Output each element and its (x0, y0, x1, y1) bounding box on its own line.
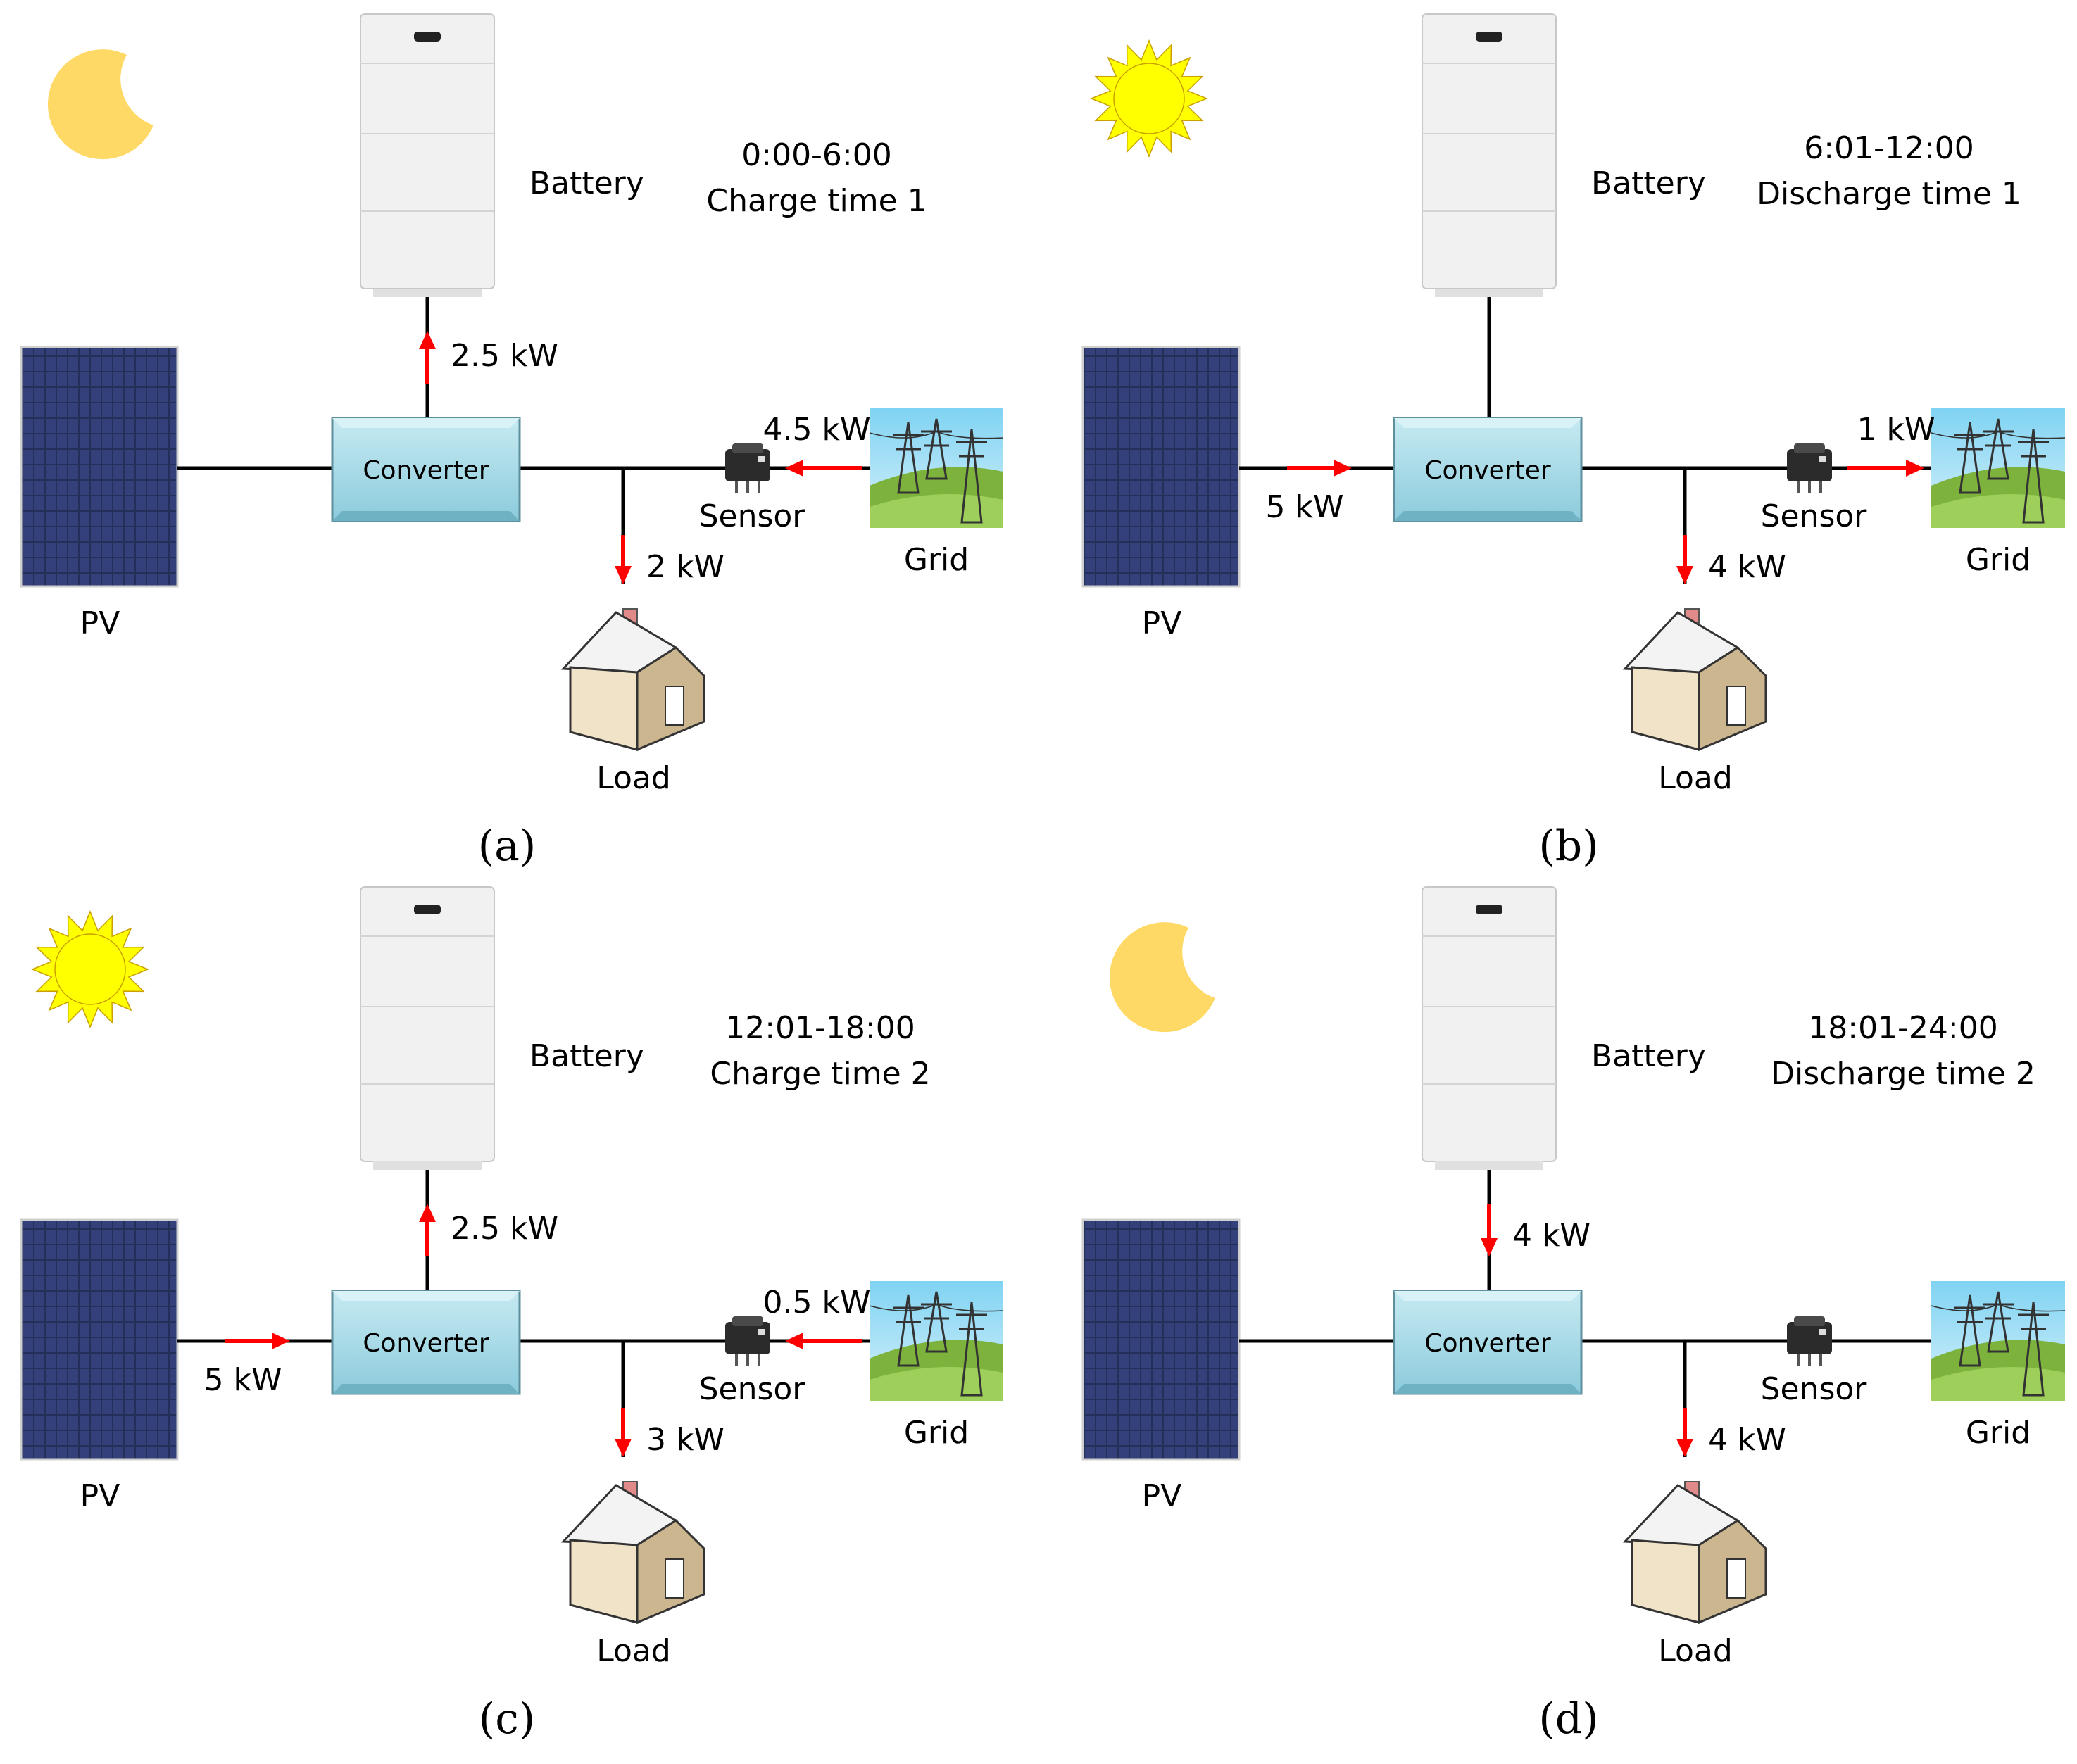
moon-icon (47, 49, 153, 160)
wires (1239, 1170, 1931, 1457)
panel-caption: (d) (1538, 1694, 1598, 1744)
power-grid-icon (869, 1281, 1004, 1401)
time-range-label: 18:01-24:00 (1808, 1010, 1997, 1046)
sun-icon (1089, 39, 1209, 158)
grid-flow-label: 0.5 kW (763, 1285, 871, 1321)
grid-label: Grid (904, 1415, 969, 1451)
converter-label: Converter (1424, 1329, 1550, 1358)
mode-label: Discharge time 2 (1771, 1056, 2035, 1092)
sensor-label: Sensor (699, 498, 806, 534)
solar-panel-icon (20, 346, 179, 588)
battery-icon (360, 13, 495, 297)
power-grid-icon (869, 408, 1004, 528)
converter-box: Converter (331, 417, 521, 522)
sensor-icon (1787, 443, 1832, 493)
pv-label: PV (80, 605, 120, 641)
pv-label: PV (1142, 1478, 1182, 1514)
time-range-label: 6:01-12:00 (1804, 130, 1974, 166)
converter-label: Converter (363, 1329, 489, 1358)
battery-flow-label: 4 kW (1512, 1218, 1590, 1254)
load-flow-label: 2 kW (646, 549, 724, 585)
battery-flow-label: 2.5 kW (451, 1211, 558, 1247)
sun-icon (30, 909, 150, 1029)
house-icon (1622, 1481, 1767, 1625)
grid-label: Grid (1966, 542, 2031, 578)
battery-icon (1422, 13, 1557, 297)
house-icon (560, 1481, 705, 1625)
load-label: Load (596, 760, 671, 796)
power-grid-icon (1931, 1281, 2066, 1401)
converter-label: Converter (363, 456, 489, 485)
solar-panel-icon (1081, 1218, 1241, 1461)
power-flows: 4 kW 4 kW (1481, 1204, 1786, 1458)
grid-flow-label: 4.5 kW (763, 412, 871, 448)
battery-label: Battery (529, 165, 644, 201)
solar-panel-icon (1081, 346, 1241, 588)
converter-label: Converter (1424, 456, 1550, 485)
load-label: Load (596, 1633, 671, 1669)
pv-label: PV (80, 1478, 120, 1514)
time-range-label: 0:00-6:00 (741, 137, 892, 173)
sensor-icon (725, 443, 770, 493)
moon-icon (1109, 922, 1215, 1033)
house-icon (1622, 608, 1767, 752)
power-grid-icon (1931, 408, 2066, 528)
converter-box: Converter (1393, 417, 1583, 522)
pv-flow-label: 5 kW (204, 1362, 282, 1398)
wires (1239, 297, 1931, 584)
time-range-label: 12:01-18:00 (725, 1010, 915, 1046)
solar-panel-icon (20, 1218, 179, 1461)
sensor-label: Sensor (1761, 498, 1868, 534)
mode-label: Charge time 2 (710, 1056, 930, 1092)
power-flows: 2.5 kW 5 kW 3 kW 0.5 kW (204, 1204, 871, 1458)
sensor-label: Sensor (699, 1371, 806, 1407)
sensor-icon (1787, 1316, 1832, 1366)
battery-label: Battery (529, 1038, 644, 1074)
pv-label: PV (1142, 605, 1182, 641)
converter-box: Converter (1393, 1290, 1583, 1395)
grid-label: Grid (904, 542, 969, 578)
power-flows: 2.5 kW 2 kW 4.5 kW (419, 331, 870, 585)
mode-label: Charge time 1 (706, 183, 927, 219)
panel-caption: (c) (479, 1694, 535, 1744)
converter-box: Converter (331, 1290, 521, 1395)
battery-label: Battery (1591, 1038, 1706, 1074)
load-flow-label: 4 kW (1708, 1422, 1786, 1458)
load-flow-label: 4 kW (1708, 549, 1786, 585)
panel-caption: (a) (478, 821, 536, 871)
grid-label: Grid (1966, 1415, 2031, 1451)
battery-label: Battery (1591, 165, 1706, 201)
battery-icon (360, 886, 495, 1170)
panel-caption: (b) (1538, 821, 1598, 871)
pv-flow-label: 5 kW (1266, 489, 1344, 525)
load-flow-label: 3 kW (646, 1422, 724, 1458)
power-flows: 5 kW 4 kW 1 kW (1266, 412, 1935, 585)
sensor-icon (725, 1316, 770, 1366)
load-label: Load (1658, 760, 1733, 796)
battery-icon (1422, 886, 1557, 1170)
sensor-label: Sensor (1761, 1371, 1868, 1407)
mode-label: Discharge time 1 (1757, 176, 2021, 212)
load-label: Load (1658, 1633, 1733, 1669)
grid-flow-label: 1 kW (1857, 412, 1935, 448)
house-icon (560, 608, 705, 752)
battery-flow-label: 2.5 kW (451, 338, 558, 374)
